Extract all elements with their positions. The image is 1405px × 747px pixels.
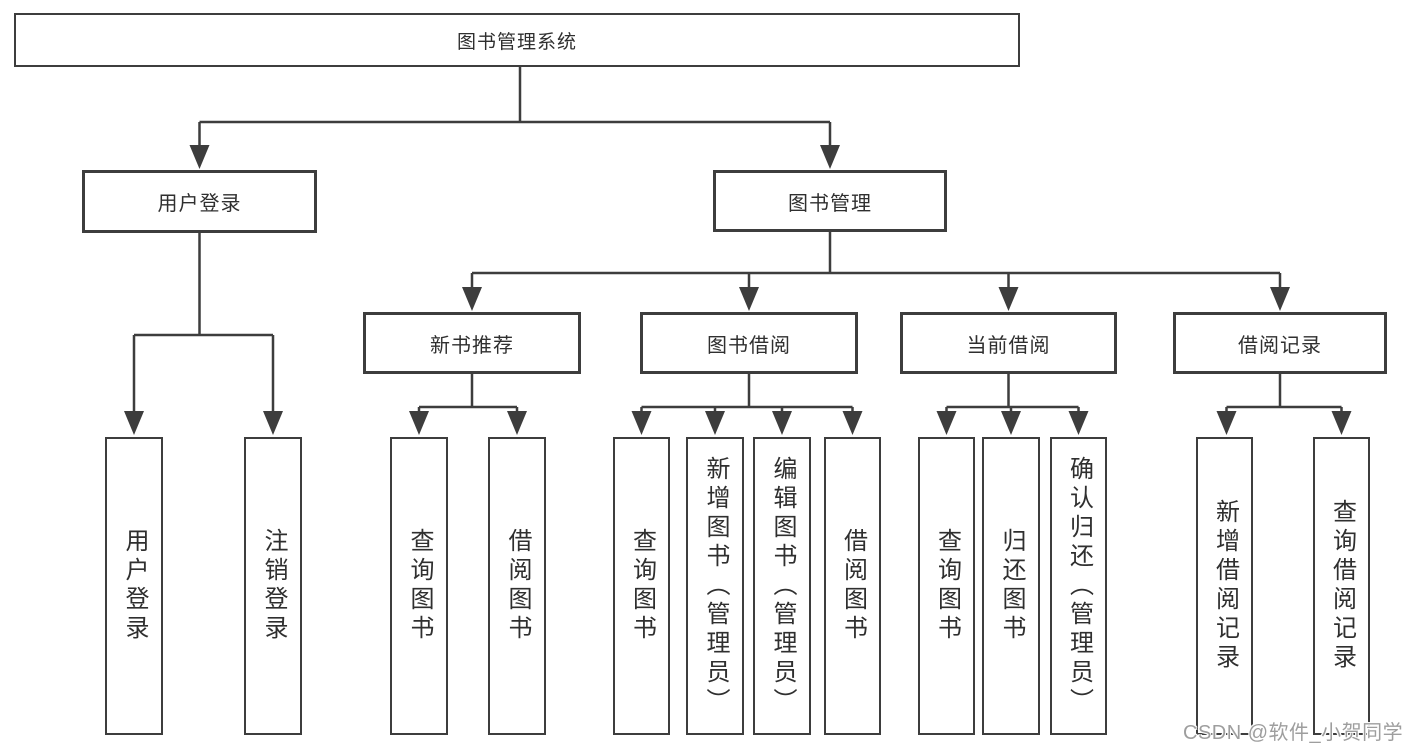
leaf-confirm-return-admin: 确认归还（管理员） <box>1050 437 1107 735</box>
arrow-down-icon <box>462 287 482 311</box>
leaf-borrow-books-recommend: 借阅图书 <box>488 437 546 735</box>
connector-book-to-groups <box>470 232 1282 290</box>
arrow-down-icon <box>124 411 144 435</box>
leaf-user-login: 用户登录 <box>105 437 163 735</box>
leaf-logout: 注销登录 <box>244 437 302 735</box>
arrow-down-icon <box>1068 411 1089 435</box>
arrow-down-icon <box>1216 411 1237 435</box>
leaf-query-borrow-record: 查询借阅记录 <box>1313 437 1370 735</box>
connector-user-to-leaves <box>132 233 275 414</box>
leaf-query-books-current: 查询图书 <box>918 437 975 735</box>
leaf-borrow-books: 借阅图书 <box>824 437 881 735</box>
arrow-down-icon <box>998 287 1019 311</box>
leaf-query-books-borrowing: 查询图书 <box>613 437 670 735</box>
arrow-down-icon <box>263 411 283 435</box>
csdn-watermark: CSDN @软件_小贺同学 <box>1183 722 1404 744</box>
connector-recommend-to-leaves <box>417 374 519 414</box>
leaf-edit-book-admin: 编辑图书（管理员） <box>753 437 811 735</box>
connector-current-to-leaves <box>945 374 1080 414</box>
node-new-book-recommendation: 新书推荐 <box>363 312 581 374</box>
arrowheads <box>124 145 1352 435</box>
arrow-down-icon <box>1001 411 1021 435</box>
arrow-down-icon <box>1331 411 1352 435</box>
arrow-down-icon <box>842 411 863 435</box>
arrow-down-icon <box>631 411 652 435</box>
leaf-query-books-recommend: 查询图书 <box>390 437 448 735</box>
arrow-down-icon <box>189 145 210 169</box>
leaf-add-book-admin: 新增图书（管理员） <box>686 437 744 735</box>
node-user-login-branch: 用户登录 <box>82 170 317 233</box>
arrow-down-icon <box>820 145 840 169</box>
leaf-add-borrow-record: 新增借阅记录 <box>1196 437 1253 735</box>
arrow-down-icon <box>936 411 957 435</box>
arrow-down-icon <box>772 411 792 435</box>
arrow-down-icon <box>739 287 759 311</box>
arrow-down-icon <box>507 411 527 435</box>
arrow-down-icon <box>1270 287 1290 311</box>
node-borrowing-records: 借阅记录 <box>1173 312 1387 374</box>
connector-root-to-level2 <box>198 67 832 148</box>
node-library-system: 图书管理系统 <box>14 13 1020 67</box>
node-book-management-branch: 图书管理 <box>713 170 947 232</box>
connector-records-to-leaves <box>1225 374 1343 414</box>
node-book-borrowing: 图书借阅 <box>640 312 858 374</box>
connector-borrowing-to-leaves <box>640 374 854 414</box>
node-current-borrowing: 当前借阅 <box>900 312 1117 374</box>
arrow-down-icon <box>705 411 725 435</box>
arrow-down-icon <box>409 411 429 435</box>
leaf-return-books: 归还图书 <box>982 437 1040 735</box>
